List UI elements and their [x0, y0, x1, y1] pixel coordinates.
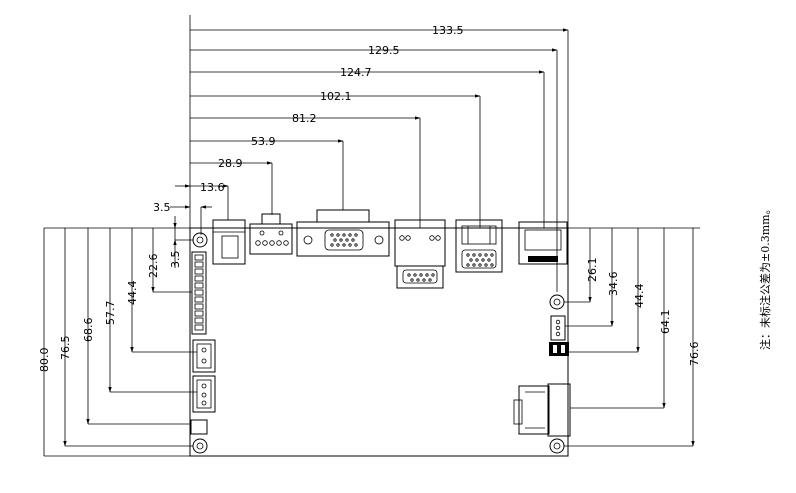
dim-44-4-right: 44.4	[633, 284, 646, 309]
top-connectors	[212, 209, 568, 289]
dim-76-6: 76.6	[688, 342, 701, 367]
dim-34-6: 34.6	[607, 272, 620, 297]
left-dimensions: 80.0 76.5 68.6 57.7 44.4 22.6 3.5	[38, 216, 197, 457]
dim-129-5: 129.5	[368, 44, 400, 57]
dim-22-6: 22.6	[147, 254, 160, 279]
dim-28-9: 28.9	[218, 157, 243, 170]
dim-57-7: 57.7	[104, 301, 117, 326]
top-dimensions: 133.5 129.5 124.7 102.1 81.2 53.9 28.9 1…	[153, 24, 569, 292]
board-outline	[189, 227, 569, 457]
dim-133-5: 133.5	[432, 24, 464, 37]
right-connectors	[513, 294, 571, 454]
dim-76-5: 76.5	[59, 336, 72, 361]
dim-68-6: 68.6	[82, 318, 95, 343]
dim-3-5-top: 3.5	[153, 201, 171, 214]
dim-44-4-left: 44.4	[126, 281, 139, 306]
dim-124-7: 124.7	[340, 66, 372, 79]
dim-13-6: 13.6	[200, 181, 225, 194]
dim-80-0: 80.0	[38, 348, 51, 373]
dim-53-9: 53.9	[251, 135, 276, 148]
tolerance-note: 注：未标注公差为±0.3mm。	[758, 203, 772, 350]
dim-26-1: 26.1	[586, 258, 599, 283]
dim-102-1: 102.1	[320, 90, 352, 103]
left-connectors	[190, 232, 216, 454]
dim-3-5-left: 3.5	[169, 251, 182, 269]
dim-81-2: 81.2	[292, 112, 317, 125]
right-dimensions: 26.1 34.6 44.4 64.1 76.6	[564, 227, 701, 447]
dim-64-1: 64.1	[659, 310, 672, 335]
